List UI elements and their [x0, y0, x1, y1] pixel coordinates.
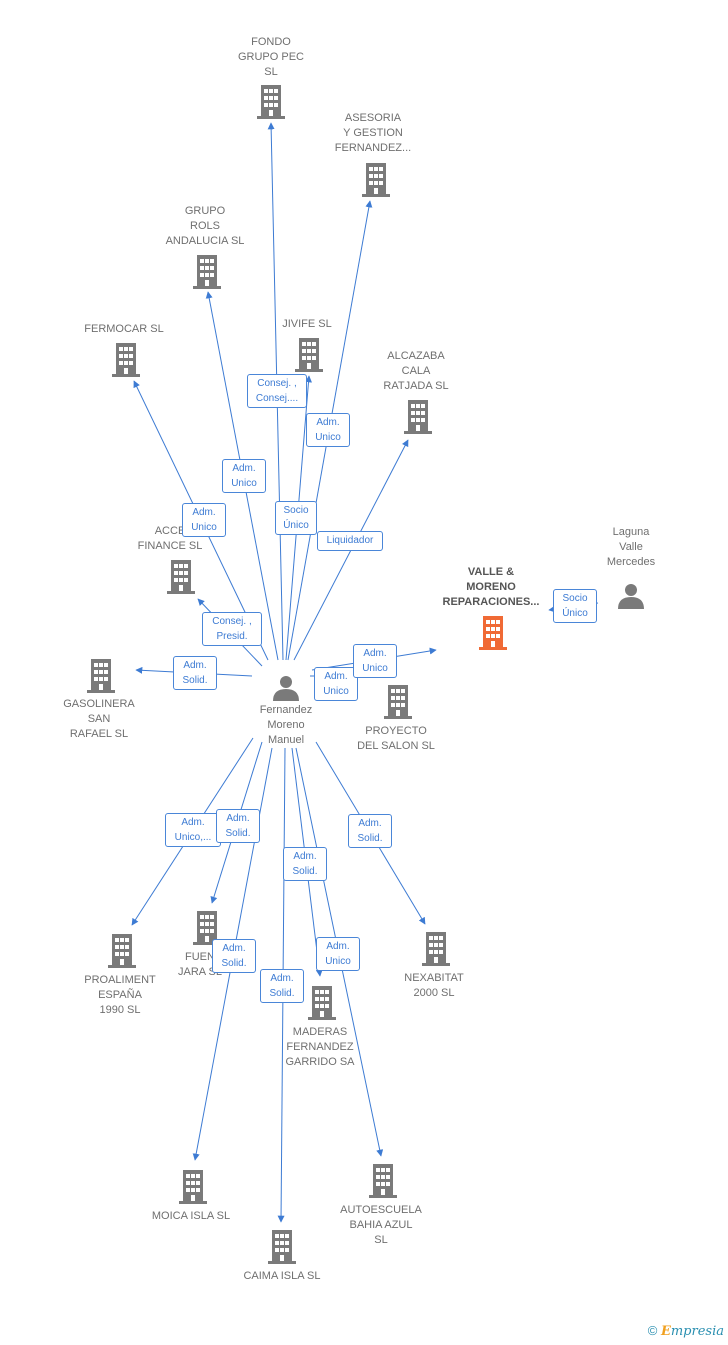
edge-label[interactable]: Adm. Solid. — [283, 847, 327, 881]
building-icon[interactable] — [369, 1164, 397, 1198]
building-icon[interactable] — [308, 986, 336, 1020]
edge-label[interactable]: Socio Único — [553, 589, 597, 623]
edge-label[interactable]: Socio Único — [275, 501, 317, 535]
empresia-logo[interactable]: Empresia — [660, 1324, 724, 1339]
company-label[interactable]: CAIMA ISLA SL — [243, 1270, 321, 1282]
building-icon[interactable] — [112, 343, 140, 377]
copyright-symbol: © — [647, 1323, 658, 1338]
edge-label[interactable]: Adm. Unico — [182, 503, 226, 537]
company-label[interactable]: PROALIMENT ESPAÑA 1990 SL — [84, 974, 156, 1016]
company-label[interactable]: FONDO GRUPO PEC SL — [237, 36, 304, 78]
building-icon[interactable] — [257, 85, 285, 119]
company-label[interactable]: MOICA ISLA SL — [151, 1210, 231, 1222]
company-label[interactable]: ASESORIA Y GESTION FERNANDEZ... — [334, 112, 412, 154]
person-icon[interactable] — [618, 584, 644, 609]
edge-label[interactable]: Adm. Solid. — [216, 809, 260, 843]
company-label[interactable]: FERMOCAR SL — [84, 323, 164, 335]
company-label[interactable]: ACCE FINANCE SL — [137, 525, 203, 552]
center-person-icon[interactable] — [273, 676, 299, 701]
edge-label[interactable]: Adm. Solid. — [348, 814, 392, 848]
building-icon[interactable] — [193, 255, 221, 289]
center-person-label[interactable]: Fernandez Moreno Manuel — [259, 704, 313, 746]
edge-label[interactable]: Adm. Unico — [316, 937, 360, 971]
edge-label[interactable]: Liquidador — [317, 531, 383, 551]
edge-label[interactable]: Adm. Unico — [353, 644, 397, 678]
company-label[interactable]: GRUPO ROLS ANDALUCIA SL — [165, 205, 245, 247]
edge-label[interactable]: Consej. , Consej.... — [247, 374, 307, 408]
edge-label[interactable]: Adm. Unico — [222, 459, 266, 493]
edge-label[interactable]: Adm. Unico — [314, 667, 358, 701]
edge-label[interactable]: Adm. Solid. — [260, 969, 304, 1003]
edge-label[interactable]: Adm. Solid. — [173, 656, 217, 690]
edge-label[interactable]: Consej. , Presid. — [202, 612, 262, 646]
company-label[interactable]: NEXABITAT 2000 SL — [404, 972, 464, 999]
copyright: © Empresia — [648, 1323, 724, 1339]
building-icon[interactable] — [384, 685, 412, 719]
building-icon[interactable] — [179, 1170, 207, 1204]
company-label[interactable]: JIVIFE SL — [282, 318, 332, 330]
building-icon[interactable] — [479, 616, 507, 650]
company-label[interactable]: MADERAS FERNANDEZ GARRIDO SA — [285, 1026, 355, 1068]
edge-label[interactable]: Adm. Unico — [306, 413, 350, 447]
company-label[interactable]: ALCAZABA CALA RATJADA SL — [383, 350, 449, 392]
building-icon[interactable] — [87, 659, 115, 693]
person-label[interactable]: Laguna Valle Mercedes — [606, 526, 656, 568]
company-label[interactable]: GASOLINERA SAN RAFAEL SL — [63, 698, 135, 740]
building-icon[interactable] — [108, 934, 136, 968]
edge-label[interactable]: Adm. Solid. — [212, 939, 256, 973]
building-icon[interactable] — [268, 1230, 296, 1264]
building-icon[interactable] — [167, 560, 195, 594]
building-icon[interactable] — [362, 163, 390, 197]
building-icon[interactable] — [422, 932, 450, 966]
company-label[interactable]: VALLE & MORENO REPARACIONES... — [442, 566, 540, 608]
company-label[interactable]: AUTOESCUELA BAHIA AZUL SL — [340, 1204, 422, 1246]
building-icon[interactable] — [295, 338, 323, 372]
company-label[interactable]: PROYECTO DEL SALON SL — [357, 725, 435, 752]
building-icon[interactable] — [404, 400, 432, 434]
edge-label[interactable]: Adm. Unico,... — [165, 813, 221, 847]
